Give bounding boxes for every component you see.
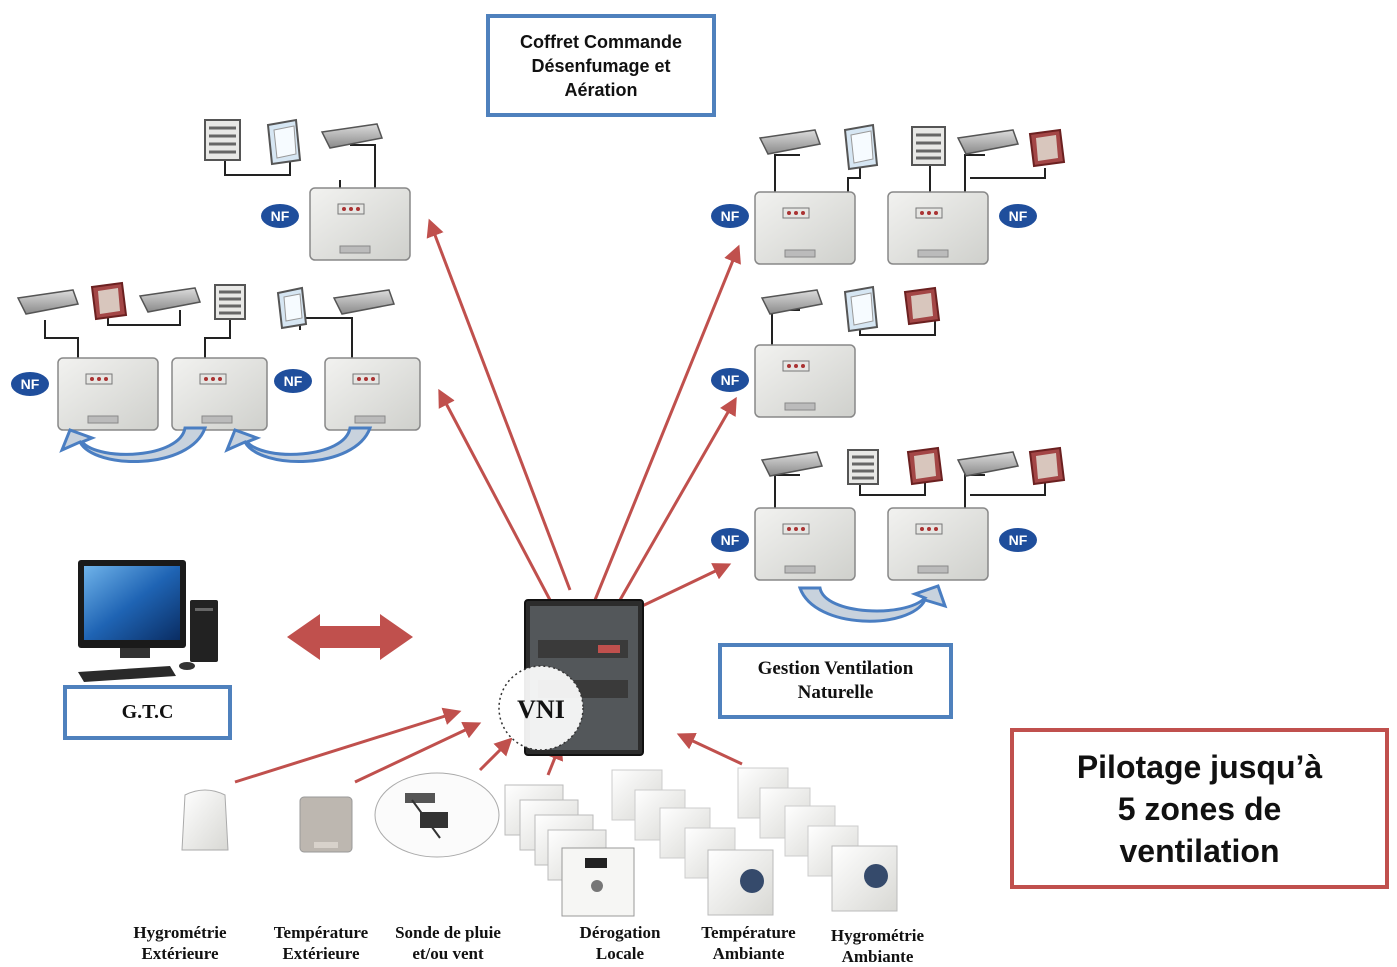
smoke-grille-icon [956,129,1020,155]
svg-text:NF: NF [721,208,740,224]
controller-box [754,344,856,418]
gtc-box: G.T.C [63,685,232,740]
pilotage-box: Pilotage jusqu’à 5 zones de ventilation [1010,728,1389,889]
smoke-grille-icon [760,451,824,477]
louvre-icon [204,119,241,161]
vni-logo: VNI [517,695,565,724]
controller-box [754,191,856,265]
window-icon [266,118,302,166]
temp-ext-sensor [299,796,353,853]
vent-equipment [16,118,1066,486]
central-cabinet: VNI [498,599,644,756]
fire-damper-icon [90,281,128,321]
arrow-from-hygro-amb [676,732,743,766]
curved-arrow-icon [797,584,948,623]
louvre-icon [847,449,879,485]
svg-text:NF: NF [721,532,740,548]
red-arrows [234,218,743,784]
nf-badge-icon: NF [711,204,749,228]
svg-text:NF: NF [21,376,40,392]
derogation-switch-stack [504,784,635,917]
controller-box [887,191,989,265]
arrow-from-temp-ext [354,722,482,784]
coffret-title: Coffret Commande Désenfumage et Aération [519,31,682,100]
controller-box [887,507,989,581]
arrow-to-right-middle [618,396,737,601]
nf-badge-icon: NF [711,368,749,392]
nf-badge-icon: NF [999,528,1037,552]
nf-badge-icon: NF [999,204,1037,228]
smoke-grille-icon [320,123,384,149]
gtc-label: G.T.C [121,701,174,723]
curved-arrow-icon [59,426,208,463]
controller-box [309,187,411,261]
window-icon [276,286,308,330]
rain-probe-sensor [374,772,500,858]
smoke-grille-icon [760,289,824,315]
computer-icon [78,560,218,682]
svg-text:NF: NF [721,372,740,388]
window-icon [843,123,879,171]
smoke-grille-icon [16,289,80,315]
svg-text:NF: NF [1009,208,1028,224]
pilotage-label: Pilotage jusqu’à 5 zones de ventilation [1076,748,1323,869]
nf-badge-icon: NF [11,372,49,396]
controller-box [171,357,268,431]
nf-badges: NF NF NF NF NF NF NF NF [11,204,1037,552]
smoke-grille-icon [332,289,396,315]
arrow-from-hygro-ext [234,707,462,784]
nf-badge-icon: NF [274,369,312,393]
temp-ambient-stack [611,769,774,916]
louvre-icon [911,126,946,166]
arrow-to-top-left [426,218,572,591]
hygro-ext-sensor [181,789,229,851]
smoke-grille-icon [138,287,202,313]
smoke-grille-icon [956,451,1020,477]
hygro-ambient-stack [737,767,898,912]
fire-damper-icon [903,286,941,326]
fire-damper-icon [1028,128,1066,168]
controller-box [57,357,159,431]
curved-arrow-icon [224,426,373,463]
svg-text:NF: NF [284,373,303,389]
arrow-to-right-top [593,244,741,601]
controller-box [754,507,856,581]
coffret-title-box: Coffret Commande Désenfumage et Aération [486,14,716,117]
fire-damper-icon [1028,446,1066,486]
arrow-to-right-lower [637,563,732,610]
double-arrow-icon [287,614,413,660]
arrow-from-rain [478,737,513,772]
arrow-to-middle-left [438,388,552,601]
gestion-box: Gestion Ventilation Naturelle [718,643,953,719]
nf-badge-icon: NF [711,528,749,552]
controller-box [324,357,421,431]
link-arrows [59,426,948,623]
gestion-label: Gestion Ventilation Naturelle [757,658,914,703]
louvre-icon [214,284,246,320]
sensors [181,767,898,917]
nf-badge-icon: NF [261,204,299,228]
smoke-grille-icon [758,129,822,155]
fire-damper-icon [906,446,944,486]
window-icon [843,285,879,333]
svg-text:NF: NF [1009,532,1028,548]
svg-text:NF: NF [271,208,290,224]
controllers [57,187,989,581]
